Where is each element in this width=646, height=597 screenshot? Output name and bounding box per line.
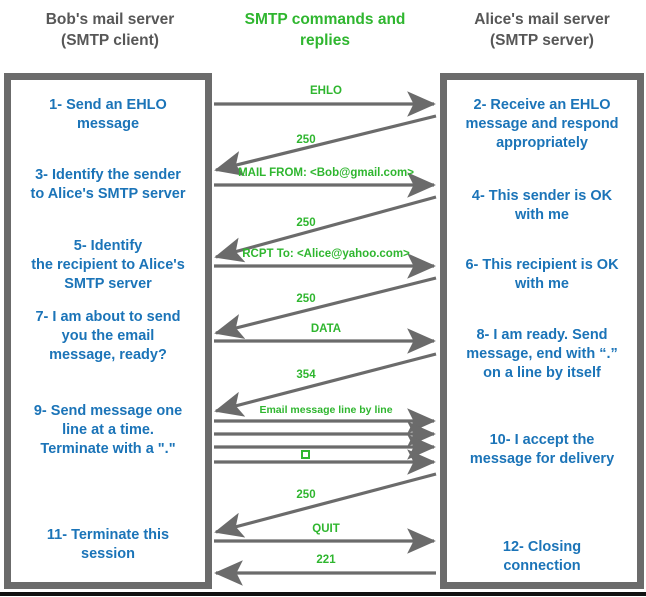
arrow-reply-250-rcpt [214, 276, 437, 339]
client-step-11: 11- Terminate this session [46, 527, 170, 563]
arrow-layer [214, 91, 437, 586]
header-server: Alice's mail server (SMTP server) [474, 11, 610, 49]
label-reply-250-ehlo: 250 [296, 134, 316, 146]
server-step-10: 10- I accept the message for delivery [469, 432, 615, 468]
client-step-1: 1- Send an EHLO message [49, 97, 167, 133]
label-msg-rcpt-to: RCPT To: <Alice@yahoo.com> [242, 248, 410, 260]
client-step-5: 5- Identify the recipient to Alice's SMT… [31, 238, 185, 293]
label-msg-body-1: Email message line by line [259, 404, 393, 416]
bottom-divider [0, 592, 646, 596]
server-step-4: 4- This sender is OK with me [471, 188, 613, 224]
client-step-9: 9- Send message one line at a time. Term… [33, 403, 183, 458]
dot-terminator-icon [301, 450, 310, 459]
server-step-6: 6- This recipient is OK with me [465, 257, 619, 293]
label-msg-quit: QUIT [312, 523, 340, 535]
label-msg-mail-from: MAIL FROM: <Bob@gmail.com> [238, 167, 414, 179]
server-panel: 2- Receive an EHLO message and respond a… [440, 73, 644, 589]
label-reply-250-data: 250 [296, 489, 316, 501]
arrow-reply-250-mail [214, 195, 437, 263]
header-client: Bob's mail server (SMTP client) [45, 11, 175, 49]
client-step-7: 7- I am about to send you the email mess… [35, 309, 181, 364]
server-step-12: 12- Closing connection [502, 539, 582, 575]
client-panel-inner: 1- Send an EHLO message 3- Identify the … [11, 80, 205, 582]
arrow-reply-250-data [214, 472, 437, 538]
header-middle: SMTP commands and replies [244, 11, 406, 49]
server-step-8: 8- I am ready. Send message, end with “.… [466, 327, 618, 382]
label-msg-ehlo: EHLO [310, 85, 342, 97]
arrow-reply-354 [214, 352, 437, 417]
label-reply-250-rcpt: 250 [296, 293, 316, 305]
server-step-2: 2- Receive an EHLO message and respond a… [465, 97, 619, 152]
server-panel-inner: 2- Receive an EHLO message and respond a… [447, 80, 637, 582]
client-panel: 1- Send an EHLO message 3- Identify the … [4, 73, 212, 589]
label-reply-354: 354 [296, 369, 316, 381]
label-msg-data: DATA [310, 323, 342, 335]
label-reply-250-mail: 250 [296, 217, 316, 229]
message-flow-area: EHLO 250 MAIL FROM: <Bob@gmail.com> 250 … [212, 73, 440, 589]
arrow-reply-250-ehlo [214, 114, 437, 177]
label-reply-221: 221 [316, 554, 336, 566]
client-step-3: 3- Identify the sender to Alice's SMTP s… [30, 167, 186, 203]
